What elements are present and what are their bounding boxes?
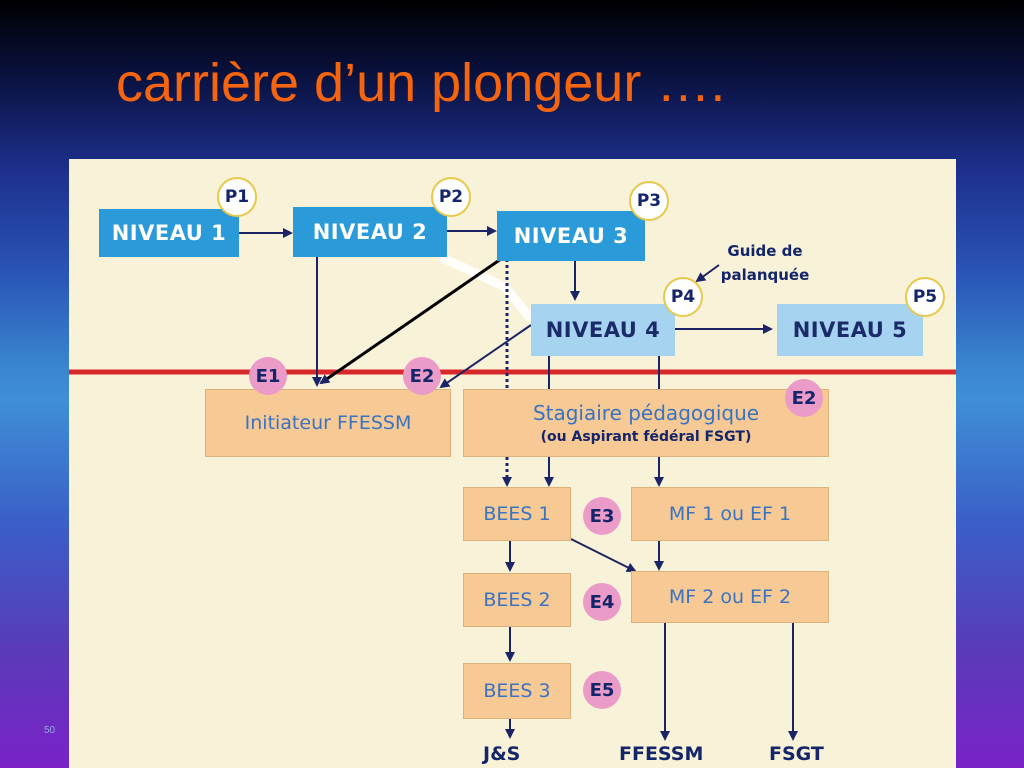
level-niveau-4: NIVEAU 4 [531, 304, 675, 356]
slide-number: 50 [44, 725, 56, 736]
guide-note-line1: Guide de [727, 242, 803, 260]
box-mf2-ef2: MF 2 ou EF 2 [631, 571, 829, 623]
arrow-bees1-mf2 [570, 538, 637, 572]
arrow-n4-initiateur [439, 324, 532, 389]
badge-e4: E4 [583, 583, 621, 621]
badge-p2: P2 [431, 177, 471, 217]
diagram-panel: NIVEAU 1 NIVEAU 2 NIVEAU 3 NIVEAU 4 NIVE… [69, 159, 956, 768]
stagiaire-subtitle: (ou Aspirant fédéral FSGT) [540, 429, 752, 445]
outcome-ffessm: FFESSM [619, 743, 704, 765]
box-mf1-ef1: MF 1 ou EF 1 [631, 487, 829, 541]
guide-note-line2: palanquée [720, 266, 810, 284]
outcome-js: J&S [483, 743, 521, 765]
guide-palanquee-note: Guide de palanquée [715, 239, 815, 287]
badge-e5: E5 [583, 671, 621, 709]
box-initiateur-ffessm: Initiateur FFESSM [205, 389, 451, 457]
level-niveau-3: NIVEAU 3 [497, 211, 645, 261]
stagiaire-title: Stagiaire pédagogique [532, 401, 760, 425]
box-stagiaire-pedagogique: Stagiaire pédagogique (ou Aspirant fédér… [463, 389, 829, 457]
arrow-guide-p4 [695, 264, 720, 283]
badge-e2-left: E2 [403, 357, 441, 395]
box-bees-3: BEES 3 [463, 663, 571, 719]
badge-p5: P5 [905, 277, 945, 317]
box-bees-2: BEES 2 [463, 573, 571, 627]
level-niveau-1: NIVEAU 1 [99, 209, 239, 257]
level-niveau-2: NIVEAU 2 [293, 207, 447, 257]
badge-p4: P4 [663, 277, 703, 317]
arrow-n3-initiateur [319, 257, 502, 385]
level-niveau-5: NIVEAU 5 [777, 304, 923, 356]
badge-e2-right: E2 [785, 379, 823, 417]
badge-e3: E3 [583, 497, 621, 535]
badge-e1: E1 [249, 357, 287, 395]
outcome-fsgt: FSGT [769, 743, 824, 765]
badge-p1: P1 [217, 177, 257, 217]
slide-title: carrière d’un plongeur …. [116, 53, 726, 113]
badge-p3: P3 [629, 181, 669, 221]
box-bees-1: BEES 1 [463, 487, 571, 541]
